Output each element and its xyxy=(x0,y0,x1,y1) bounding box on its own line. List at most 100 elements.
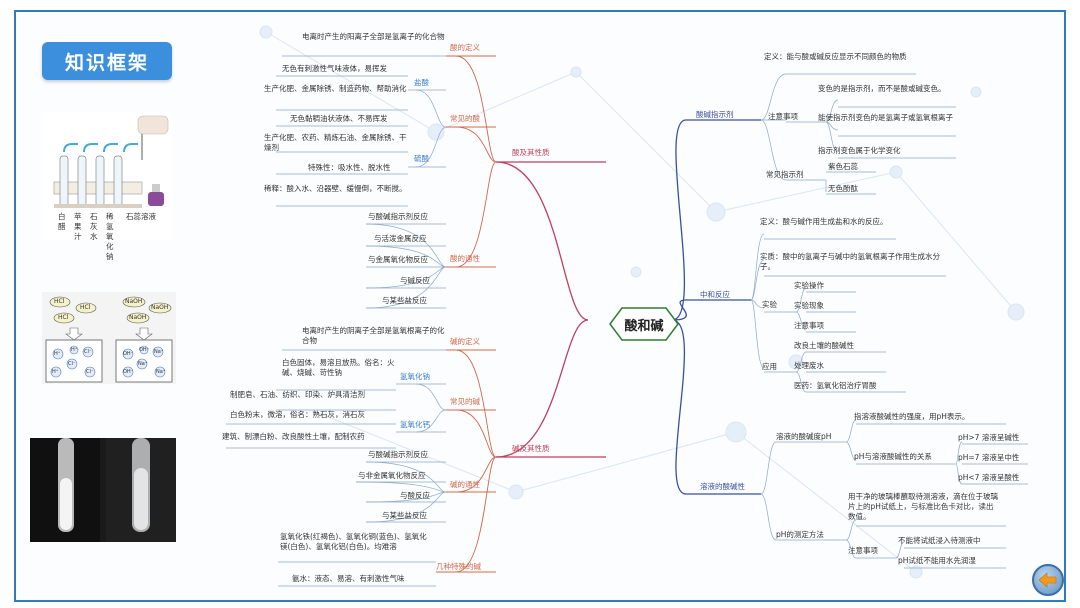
sulfuric-acid-label[interactable]: 硫酸 xyxy=(414,154,429,163)
application-label[interactable]: 应用 xyxy=(762,362,777,371)
ion-h-3: H⁺ xyxy=(71,347,78,353)
h2so4-property-4: 稀释：酸入水、沿器壁、缓慢倒，不断搅。 xyxy=(264,184,407,193)
base-definition: 电离时产生的阴离子全部是氢氧根离子的化合物 xyxy=(302,326,445,345)
ion-oh-3: OH⁻ xyxy=(139,347,150,353)
common-acids-label[interactable]: 常见的酸 xyxy=(450,114,480,123)
experiment-operation: 实验操作 xyxy=(794,281,824,290)
ion-oh-1: OH⁻ xyxy=(123,351,134,357)
h2so4-property-1: 无色黏稠油状液体、不易挥发 xyxy=(290,114,388,123)
acid-property-2: 与活泼金属反应 xyxy=(374,234,427,243)
ph-basic: pH>7 溶液呈碱性 xyxy=(958,433,1020,442)
hydrochloric-acid-label[interactable]: 盐酸 xyxy=(414,78,429,87)
ph-notice-2: pH试纸不能用水先润湿 xyxy=(898,556,976,565)
tube-label-litmus: 石蕊溶液 xyxy=(126,212,156,221)
experiment-label[interactable]: 实验 xyxy=(762,300,777,309)
naoh-property-1: 白色固体，易溶且放热。俗名：火碱、烧碱、苛性钠 xyxy=(282,358,395,377)
ph-definition: 指溶液酸碱性的强度，用pH表示。 xyxy=(854,412,970,421)
common-bases-label[interactable]: 常见的碱 xyxy=(450,397,480,406)
base-general-properties-label[interactable]: 碱的通性 xyxy=(450,480,480,489)
slide-frame: 知识框架 白醋 苹果汁 石灰水 稀氢氧化钠 石蕊溶液 xyxy=(14,10,1066,602)
acid-branch[interactable]: 酸及其性质 xyxy=(512,148,550,157)
acid-property-1: 与酸碱指示剂反应 xyxy=(368,212,428,221)
hcl-molecule-2: HCl xyxy=(80,304,91,311)
ph-acidic: pH<7 溶液呈酸性 xyxy=(958,473,1020,482)
indicator-litmus: 紫色石蕊 xyxy=(828,162,858,171)
hcl-property-2: 生产化肥、金属除锈、制造药物、帮助消化 xyxy=(264,84,407,93)
naoh-molecule-3: NaOH xyxy=(129,314,147,321)
test-tube-photo-illustration xyxy=(30,438,176,542)
test-tubes-illustration xyxy=(53,115,169,208)
ion-na-3: Na⁺ xyxy=(156,369,166,375)
calcium-hydroxide-label[interactable]: 氢氧化钙 xyxy=(400,420,430,429)
ph-relation-label[interactable]: pH与溶液酸碱性的关系 xyxy=(854,452,932,461)
indicator-notice-3: 指示剂变色属于化学变化 xyxy=(818,146,901,155)
experiment-phenomenon: 实验现象 xyxy=(794,301,824,310)
ph-method-label[interactable]: pH的测定方法 xyxy=(776,530,824,539)
base-property-3: 与酸反应 xyxy=(400,491,430,500)
indicator-branch[interactable]: 酸碱指示剂 xyxy=(696,110,734,119)
common-indicators-label[interactable]: 常见指示剂 xyxy=(766,170,804,179)
ph-method-1: 用干净的玻璃棒蘸取待测溶液，滴在位于玻璃片上的pH试纸上，与标准比色卡对比，读出… xyxy=(848,492,998,521)
acid-property-4: 与碱反应 xyxy=(400,276,430,285)
acid-property-5: 与某些盐反应 xyxy=(382,296,427,305)
base-definition-label[interactable]: 碱的定义 xyxy=(450,337,480,346)
ion-na-1: Na⁺ xyxy=(154,349,164,355)
ionization-beakers-image: HCl HCl HCl NaOH NaOH NaOH H⁺ Cl⁻ Cl⁻ H⁺… xyxy=(42,292,176,384)
central-node-shape xyxy=(609,307,679,341)
h2so4-property-3: 特殊性：吸水性、脱水性 xyxy=(308,163,391,172)
indicator-definition: 定义：能与酸或碱反应显示不同颜色的物质 xyxy=(764,52,907,61)
test-tubes-image: 白醋 苹果汁 石灰水 稀氢氧化钠 石蕊溶液 xyxy=(42,112,172,261)
hcl-molecule-3: HCl xyxy=(58,314,69,321)
hcl-molecule-1: HCl xyxy=(54,298,65,305)
beakers-illustration xyxy=(45,296,173,383)
ion-cl-2: Cl⁻ xyxy=(68,361,76,367)
special-base-1: 氢氧化铁(红褐色)、氢氧化铜(蓝色)、氢氧化镁(白色)、氢氧化铝(白色)。均难溶 xyxy=(280,532,427,551)
acid-definition: 电离时产生的阳离子全部是氢离子的化合物 xyxy=(302,32,445,41)
naoh-molecule-2: NaOH xyxy=(151,304,169,311)
mindmap-lines xyxy=(226,25,1028,587)
ion-na-2: Na⁺ xyxy=(138,361,148,367)
experiment-notice: 注意事项 xyxy=(794,321,824,330)
ion-oh-2: OH⁻ xyxy=(123,369,134,375)
ion-cl-1: Cl⁻ xyxy=(84,349,92,355)
naoh-molecule-1: NaOH xyxy=(125,298,143,305)
ph-notice-label[interactable]: 注意事项 xyxy=(848,546,878,555)
tube-label-limewater: 石灰水 xyxy=(90,212,98,241)
sodium-hydroxide-label[interactable]: 氢氧化钠 xyxy=(400,372,430,381)
tube-label-naoh: 稀氢氧化钠 xyxy=(106,212,114,261)
naoh-property-2: 制肥皂、石油、纺织、印染、炉具清洁剂 xyxy=(230,390,365,399)
arrow-left-icon xyxy=(1039,572,1057,588)
application-medicine: 医药：氢氧化铝治疗胃酸 xyxy=(794,381,877,390)
ion-cl-3: Cl⁻ xyxy=(86,369,94,375)
tube-label-vinegar: 白醋 xyxy=(58,212,66,231)
h2so4-property-2: 生产化肥、农药、精炼石油、金属除锈、干燥剂 xyxy=(264,133,407,152)
base-property-4: 与某些盐反应 xyxy=(382,511,427,520)
caoh-property-1: 白色粉末，微溶，俗名：熟石灰，消石灰 xyxy=(230,410,365,419)
ion-h-1: H⁺ xyxy=(54,351,61,357)
neutralization-definition: 定义：酸与碱作用生成盐和水的反应。 xyxy=(760,217,888,226)
base-branch[interactable]: 碱及其性质 xyxy=(512,444,550,453)
test-tube-photo xyxy=(30,438,176,542)
acid-definition-label[interactable]: 酸的定义 xyxy=(450,43,480,52)
solution-acidity-branch[interactable]: 溶液的酸碱性 xyxy=(700,482,745,491)
base-property-1: 与酸碱指示剂反应 xyxy=(368,450,428,459)
ph-neutral: pH=7 溶液呈中性 xyxy=(958,453,1020,462)
acid-property-3: 与金属氧化物反应 xyxy=(368,255,428,264)
special-bases-label[interactable]: 几种特殊的碱 xyxy=(436,562,481,571)
hcl-property-1: 无色有刺激性气味液体，易挥发 xyxy=(282,64,387,73)
application-wastewater: 处理废水 xyxy=(794,361,824,370)
acid-general-properties-label[interactable]: 酸的通性 xyxy=(450,254,480,263)
application-soil: 改良土壤的酸碱性 xyxy=(794,341,854,350)
tube-label-apple-juice: 苹果汁 xyxy=(74,212,82,241)
caoh-property-2: 建筑、制漂白粉、改良酸性土壤，配制农药 xyxy=(222,432,365,441)
central-node-acid-base[interactable]: 酸和碱 xyxy=(624,318,664,334)
indicator-notice-label[interactable]: 注意事项 xyxy=(768,112,798,121)
neutralization-branch[interactable]: 中和反应 xyxy=(700,290,730,299)
indicator-phenolphthalein: 无色酚酞 xyxy=(828,184,858,193)
indicator-notice-2: 能使指示剂变色的是氢离子或氢氧根离子 xyxy=(818,113,953,122)
back-button[interactable] xyxy=(1032,564,1064,596)
ph-label[interactable]: 溶液的酸碱度pH xyxy=(776,432,832,441)
indicator-notice-1: 变色的是指示剂，而不是酸或碱变色。 xyxy=(818,84,946,93)
base-property-2: 与非金属氧化物反应 xyxy=(358,471,426,480)
knowledge-framework-title[interactable]: 知识框架 xyxy=(42,42,172,80)
